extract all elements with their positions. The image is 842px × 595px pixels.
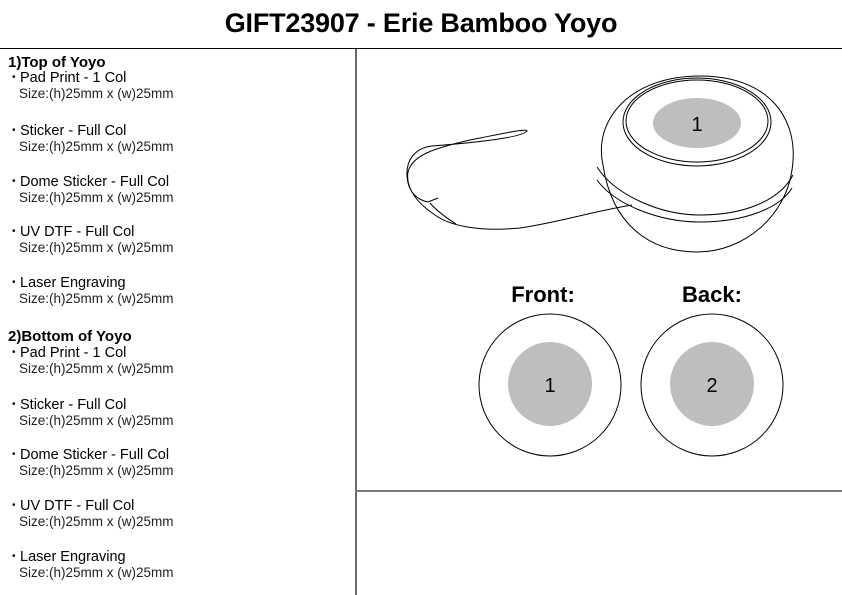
yoyo-illustration: 1 Front: Back: 1 2 bbox=[406, 75, 794, 457]
option-size: Size:(h)25mm x (w)25mm bbox=[19, 413, 174, 428]
option-item: • Dome Sticker - Full Col Size:(h)25mm x … bbox=[12, 447, 174, 479]
option-item: • Dome Sticker - Full Col Size:(h)25mm x … bbox=[12, 174, 174, 206]
yoyo-top-rim bbox=[622, 77, 772, 167]
bullet-icon: • bbox=[12, 176, 16, 187]
option-name: Dome Sticker - Full Col bbox=[20, 174, 170, 190]
bullet-icon: • bbox=[12, 347, 16, 358]
bullet-icon: • bbox=[12, 226, 16, 237]
option-name: Pad Print - 1 Col bbox=[20, 345, 127, 361]
option-item: • Laser Engraving Size:(h)25mm x (w)25mm bbox=[12, 549, 174, 581]
option-size: Size:(h)25mm x (w)25mm bbox=[19, 463, 174, 478]
bullet-icon: • bbox=[12, 72, 16, 83]
section-heading-top: 1)Top of Yoyo bbox=[8, 54, 106, 71]
option-item: • Sticker - Full Col Size:(h)25mm x (w)25… bbox=[12, 123, 174, 155]
bullet-icon: • bbox=[12, 399, 16, 410]
column-divider bbox=[355, 49, 357, 595]
option-item: • Pad Print - 1 Col Size:(h)25mm x (w)25m… bbox=[12, 345, 174, 377]
back-print-area-number: 2 bbox=[706, 375, 717, 397]
top-print-area-number: 1 bbox=[691, 114, 702, 136]
option-item: • Sticker - Full Col Size:(h)25mm x (w)25… bbox=[12, 397, 174, 429]
front-view-outline bbox=[478, 313, 622, 457]
option-name: Laser Engraving bbox=[20, 275, 126, 291]
option-size: Size:(h)25mm x (w)25mm bbox=[19, 361, 174, 376]
section-heading-bottom: 2)Bottom of Yoyo bbox=[8, 328, 132, 345]
yoyo-body bbox=[601, 75, 794, 253]
option-item: • UV DTF - Full Col Size:(h)25mm x (w)25m… bbox=[12, 224, 174, 256]
page-title: GIFT23907 - Erie Bamboo Yoyo bbox=[224, 8, 618, 38]
option-size: Size:(h)25mm x (w)25mm bbox=[19, 291, 174, 306]
option-size: Size:(h)25mm x (w)25mm bbox=[19, 190, 174, 205]
top-print-area bbox=[653, 98, 741, 148]
yoyo-top-rim-inner bbox=[625, 79, 769, 163]
option-name: UV DTF - Full Col bbox=[20, 224, 135, 240]
bullet-icon: • bbox=[12, 500, 16, 511]
option-item: • Laser Engraving Size:(h)25mm x (w)25mm bbox=[12, 275, 174, 307]
header-divider bbox=[0, 48, 842, 49]
option-size: Size:(h)25mm x (w)25mm bbox=[19, 86, 174, 101]
yoyo-band bbox=[596, 179, 793, 223]
bullet-icon: • bbox=[12, 449, 16, 460]
option-item: • Pad Print - 1 Col Size:(h)25mm x (w)25m… bbox=[12, 70, 174, 102]
yoyo-band bbox=[596, 166, 794, 216]
option-name: Sticker - Full Col bbox=[20, 397, 127, 413]
front-print-area-number: 1 bbox=[544, 375, 555, 397]
option-size: Size:(h)25mm x (w)25mm bbox=[19, 565, 174, 580]
option-name: Dome Sticker - Full Col bbox=[20, 447, 170, 463]
front-print-area bbox=[508, 342, 592, 426]
bullet-icon: • bbox=[12, 551, 16, 562]
option-size: Size:(h)25mm x (w)25mm bbox=[19, 240, 174, 255]
option-name: UV DTF - Full Col bbox=[20, 498, 135, 514]
option-name: Pad Print - 1 Col bbox=[20, 70, 127, 86]
option-name: Sticker - Full Col bbox=[20, 123, 127, 139]
back-view-outline bbox=[640, 313, 784, 457]
option-size: Size:(h)25mm x (w)25mm bbox=[19, 139, 174, 154]
option-item: • UV DTF - Full Col Size:(h)25mm x (w)25m… bbox=[12, 498, 174, 530]
yoyo-string bbox=[406, 129, 633, 230]
option-name: Laser Engraving bbox=[20, 549, 126, 565]
front-label: Front: bbox=[511, 282, 575, 307]
bullet-icon: • bbox=[12, 277, 16, 288]
bullet-icon: • bbox=[12, 125, 16, 136]
back-label: Back: bbox=[682, 282, 742, 307]
option-size: Size:(h)25mm x (w)25mm bbox=[19, 514, 174, 529]
back-print-area bbox=[670, 342, 754, 426]
illustration-divider bbox=[356, 490, 842, 492]
